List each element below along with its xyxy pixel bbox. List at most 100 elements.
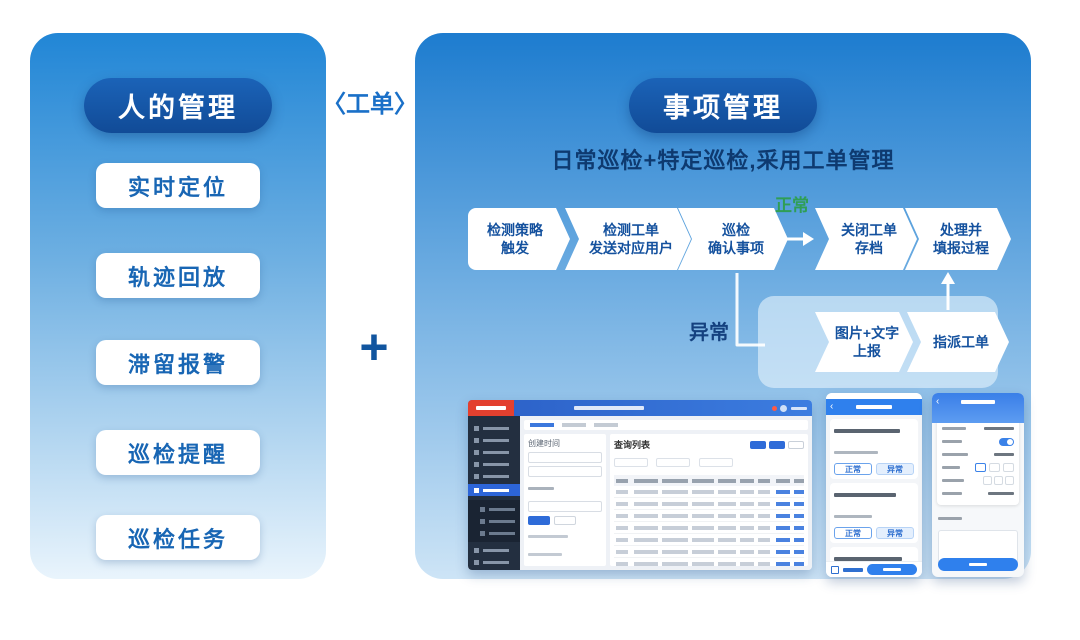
sidebar-item-skeleton: [474, 448, 514, 456]
back-icon: ‹: [936, 396, 940, 407]
sidebar-subitem-skeleton: [468, 517, 520, 525]
mobile-header: ‹: [932, 393, 1024, 423]
mobile-header: ‹: [826, 399, 922, 415]
form-row: [942, 487, 1014, 500]
stepper-value: [994, 475, 1003, 485]
text-skeleton: [791, 406, 807, 410]
text-skeleton: [834, 493, 897, 497]
task-card: 正常 异常: [830, 419, 918, 479]
text-skeleton: [942, 466, 960, 469]
primary-button-skeleton: [867, 564, 917, 575]
feature-item-track-playback: 轨迹回放: [96, 253, 260, 298]
text-skeleton: [834, 451, 878, 454]
table-row-skeleton: [614, 486, 804, 498]
flow-step-process-report: 处理并 填报过程: [905, 208, 1011, 270]
stepper-minus: [983, 475, 992, 485]
list-icon: [831, 565, 839, 574]
admin-screenshot: 创建时间: [468, 400, 812, 570]
segment-option: [989, 462, 1000, 472]
reset-button-skeleton: [554, 516, 576, 525]
screenshot-logo: [468, 400, 514, 416]
abnormal-label: 异常: [689, 322, 729, 344]
table-title: 查询列表: [614, 440, 651, 450]
text-skeleton: [574, 406, 644, 410]
text-skeleton: [942, 427, 966, 430]
flow-step-assign-work-order: 指派工单: [907, 312, 1009, 372]
normal-button: 正常: [834, 527, 872, 539]
form-row: [942, 461, 1014, 474]
form-row: [942, 435, 1014, 448]
sidebar-submenu: [468, 500, 520, 542]
filter-input-skeleton: [528, 452, 602, 463]
text-skeleton: [834, 557, 902, 561]
stepper-plus: [1005, 475, 1014, 485]
plus-sign: +: [359, 319, 389, 375]
screenshot-filter-panel: 创建时间: [524, 434, 606, 566]
text-skeleton: [942, 453, 968, 456]
abnormal-button: 异常: [876, 463, 914, 475]
mobile-report-form-screenshot: ‹: [932, 393, 1024, 577]
text-skeleton: [883, 568, 901, 571]
sidebar-item-skeleton: [474, 424, 514, 432]
text-skeleton: [994, 453, 1014, 456]
matter-management-panel: 事项管理 日常巡检+特定巡检,采用工单管理 检测策略 触发 检测工单 发送对应用…: [415, 33, 1031, 579]
form-row: [942, 422, 1014, 435]
filter-input-skeleton: [528, 466, 602, 477]
text-skeleton: [988, 492, 1014, 495]
form-row: [942, 474, 1014, 487]
table-filter-row: [614, 454, 804, 472]
back-icon: ‹: [830, 401, 834, 412]
mobile-task-list-screenshot: ‹ 正常 异常 正常 异常: [826, 393, 922, 577]
text-skeleton: [969, 563, 987, 566]
text-skeleton: [843, 567, 863, 572]
table-row-skeleton: [614, 510, 804, 522]
text-skeleton: [834, 429, 900, 433]
people-management-panel: 人的管理 实时定位 轨迹回放 滞留报警 巡检提醒 巡检任务: [30, 33, 326, 579]
submit-button-skeleton: [938, 558, 1018, 571]
status-bar: [826, 393, 922, 399]
text-skeleton: [938, 517, 962, 520]
form-card: [937, 417, 1019, 505]
filter-label: 创建时间: [528, 439, 560, 448]
text-skeleton: [856, 405, 892, 409]
abnormal-button: 异常: [876, 527, 914, 539]
sidebar-item-skeleton: [474, 460, 514, 468]
screenshot-topbar: [468, 400, 812, 416]
normal-label: 正常: [775, 196, 809, 215]
work-order-label: 〈工单〉: [322, 91, 418, 118]
feature-item-inspection-task: 巡检任务: [96, 515, 260, 560]
flow-step-inspection-confirm: 巡检 确认事项: [678, 208, 788, 270]
notification-dot-icon: [772, 405, 777, 411]
screenshot-tab-strip: [524, 420, 808, 430]
table-header-skeleton: [614, 475, 804, 486]
table-row-skeleton: [614, 522, 804, 534]
toolbar-button-skeleton: [750, 440, 766, 449]
screenshot-main: 创建时间: [520, 416, 812, 570]
text-skeleton: [834, 515, 873, 518]
toolbar-button-skeleton: [788, 440, 804, 449]
subtitle: 日常巡检+特定巡检,采用工单管理: [551, 148, 895, 173]
text-skeleton: [942, 440, 962, 443]
text-skeleton: [942, 492, 962, 495]
screenshot-table-card: 查询列表: [610, 434, 808, 570]
screenshot-body: 创建时间: [468, 416, 812, 570]
form-row: [942, 448, 1014, 461]
table-row-skeleton: [614, 534, 804, 546]
table-row-skeleton: [614, 546, 804, 558]
flow-step-send-work-order: 检测工单 发送对应用户: [565, 208, 691, 270]
normal-button: 正常: [834, 463, 872, 475]
table-row-skeleton: [614, 498, 804, 510]
mobile-bottom-bar: [826, 561, 922, 577]
flow-step-photo-text-report: 图片+文字 上报: [815, 312, 913, 372]
sidebar-item-active: [468, 484, 520, 496]
text-skeleton: [528, 487, 554, 490]
flow-step-detect-policy-trigger: 检测策略 触发: [468, 208, 570, 270]
screenshot-sidebar: [468, 416, 520, 570]
table-row-skeleton: [614, 558, 804, 570]
avatar: [780, 404, 787, 412]
sidebar-subitem-skeleton: [468, 529, 520, 537]
text-skeleton: [528, 553, 562, 556]
text-skeleton: [961, 400, 995, 404]
feature-item-inspection-reminder: 巡检提醒: [96, 430, 260, 475]
